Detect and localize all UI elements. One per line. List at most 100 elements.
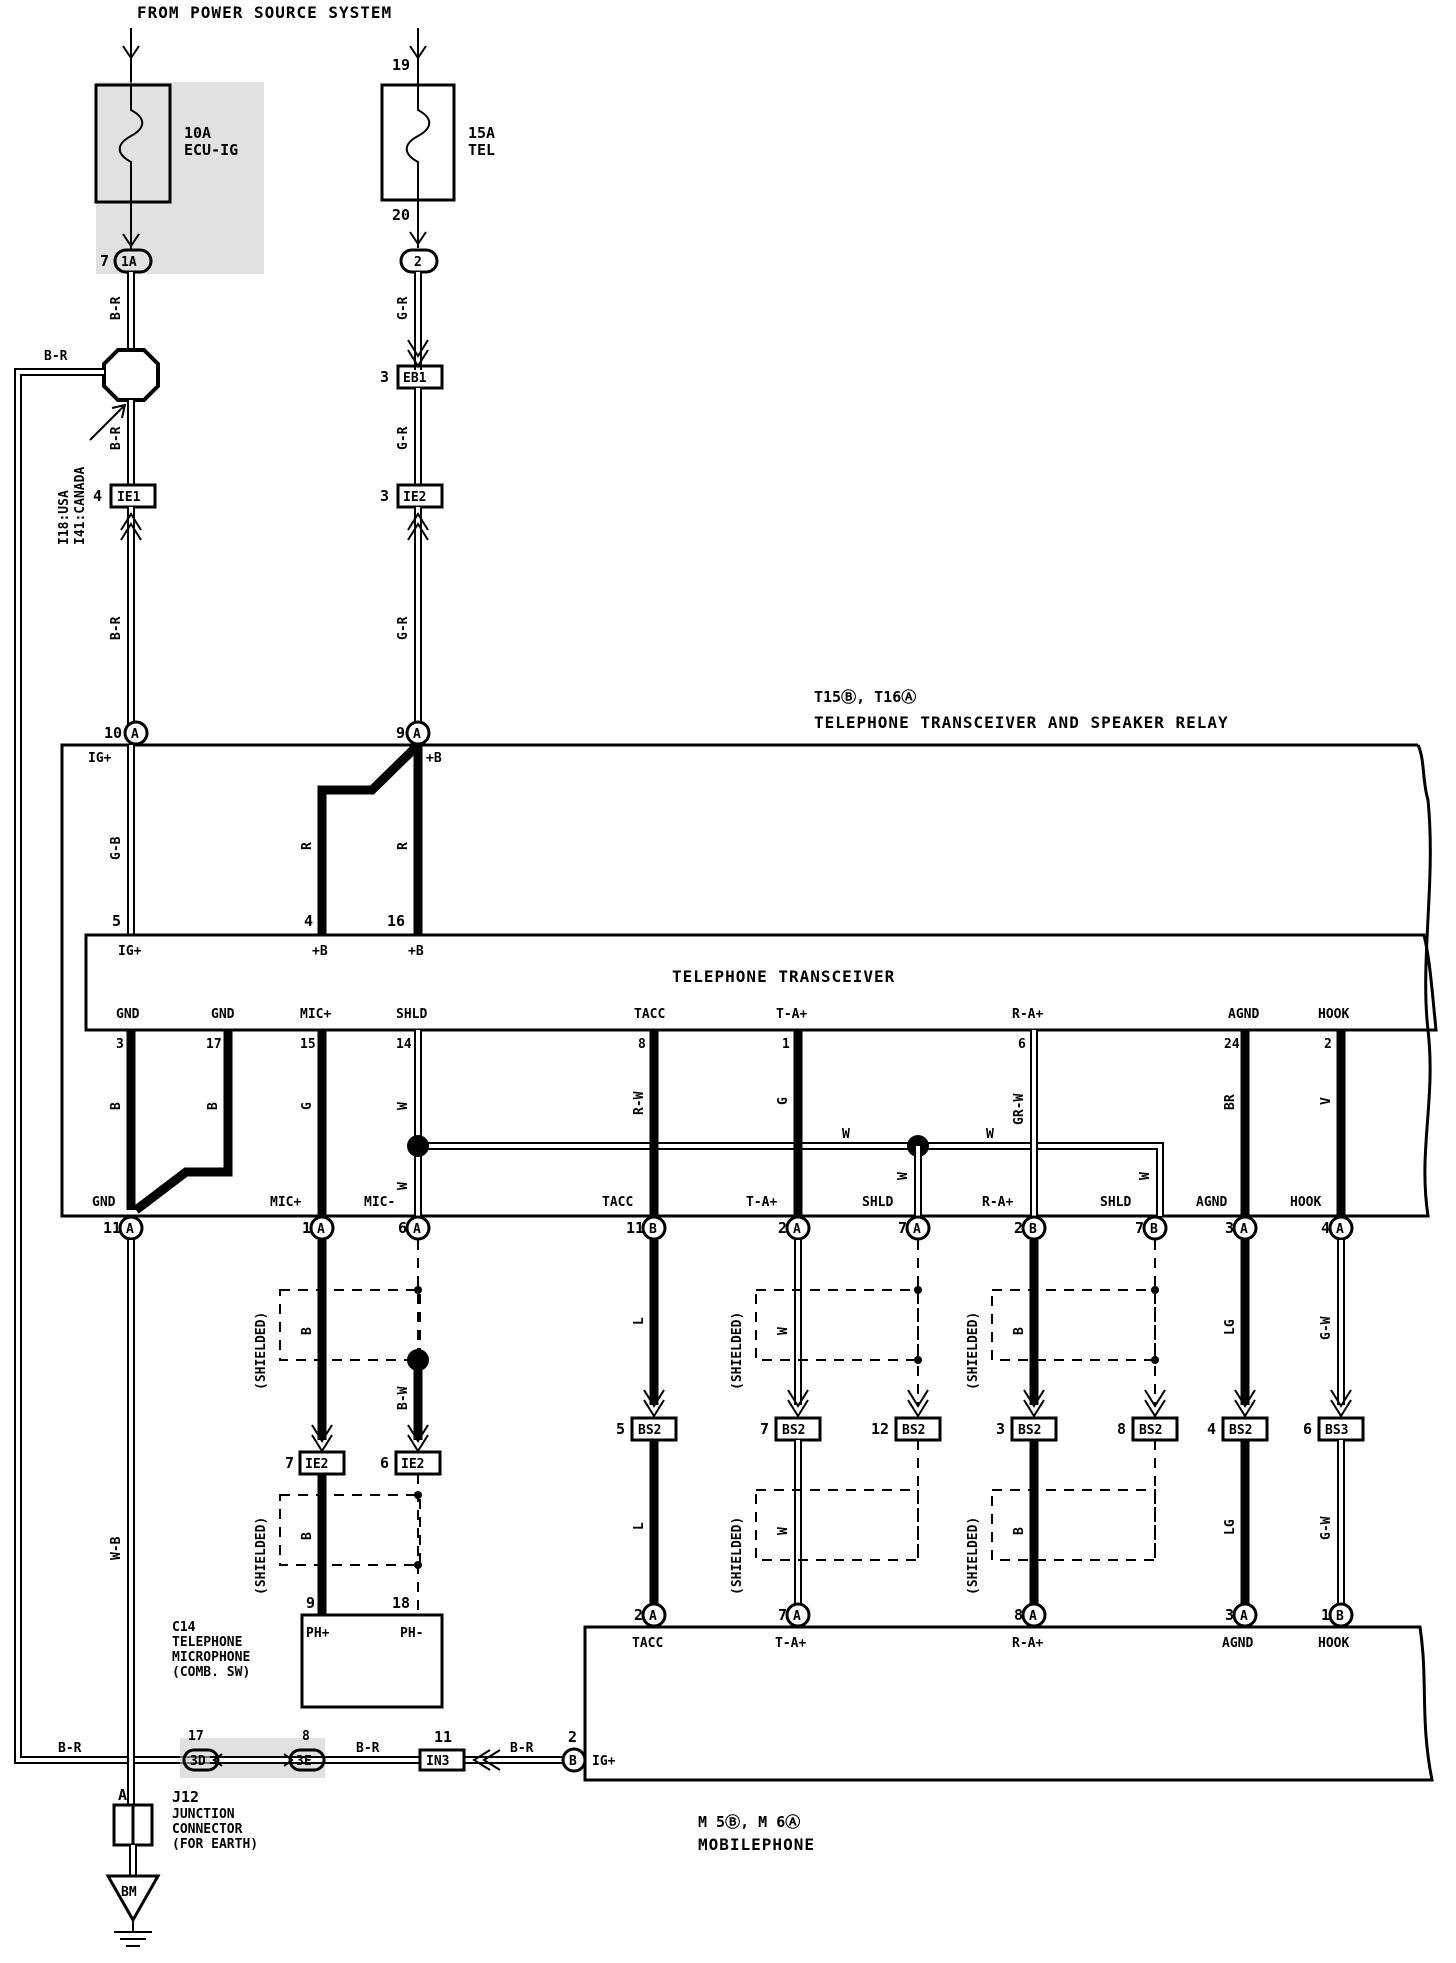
svg-text:8: 8 — [302, 1729, 310, 1744]
mobilephone-box — [583, 1625, 1434, 1782]
svg-text:A: A — [413, 1222, 421, 1237]
relay-bottom-labels: GND MIC+ MIC- TACC T-A+ SHLD R-A+ SHLD A… — [92, 1195, 1321, 1210]
bs-connector-5: BS2 4 — [1207, 1416, 1269, 1442]
lbl-b-ra: B — [1012, 1327, 1027, 1335]
svg-text:A: A — [1336, 1222, 1344, 1237]
lbl-lg-1: LG — [1223, 1319, 1238, 1335]
svg-text:SHLD: SHLD — [1100, 1195, 1131, 1210]
trx-top-ig: IG+ — [118, 944, 142, 959]
svg-text:BS3: BS3 — [1325, 1423, 1348, 1438]
lbl-r-1: R — [300, 842, 315, 850]
lbl-w-5: W — [896, 1172, 911, 1180]
mp-ig-pin — [561, 1747, 587, 1773]
mic-term-ph-plus: PH+ — [306, 1626, 330, 1641]
conn-ie1-pin: 4 — [93, 487, 102, 505]
splice-shld-1 — [407, 1135, 429, 1157]
shield-3-label: (SHIELDED) — [730, 1312, 745, 1390]
lbl-lg-2: LG — [1223, 1519, 1238, 1535]
svg-text:BS2: BS2 — [1229, 1423, 1252, 1438]
trx-term-gnd1: GND — [116, 1007, 140, 1022]
fuse-tel-name: TEL — [468, 141, 495, 159]
svg-text:2: 2 — [634, 1606, 643, 1624]
lbl-w-ta: W — [776, 1327, 791, 1335]
lbl-l-1: L — [632, 1317, 647, 1325]
svg-text:MIC-: MIC- — [364, 1195, 395, 1210]
shield-2 — [279, 1494, 421, 1566]
fuse-ecu-rating: 10A — [184, 124, 211, 142]
relay-inner-pin5: 5 — [112, 912, 121, 930]
svg-text:BS2: BS2 — [638, 1423, 661, 1438]
conn-in3 — [418, 1748, 466, 1772]
svg-text:7: 7 — [898, 1219, 907, 1237]
fuse-ecu-ig — [94, 83, 172, 204]
relay-pin-9-num: 9 — [396, 724, 405, 742]
lbl-br-bottom-2: B-R — [356, 1741, 380, 1756]
mp-term-hook: HOOK — [1318, 1636, 1349, 1651]
lbl-g-2: G — [776, 1097, 791, 1105]
trx-term-hook: HOOK — [1318, 1007, 1349, 1022]
conn-2-id: 2 — [414, 255, 422, 270]
svg-text:A: A — [131, 727, 139, 742]
shield-6-label: (SHIELDED) — [966, 1517, 981, 1595]
svg-text:2: 2 — [568, 1728, 577, 1746]
splice-octagon — [102, 348, 160, 402]
svg-text:TACC: TACC — [602, 1195, 633, 1210]
svg-text:12: 12 — [871, 1420, 889, 1438]
svg-text:7: 7 — [760, 1420, 769, 1438]
lbl-r-2: R — [396, 842, 411, 850]
svg-text:2: 2 — [1014, 1219, 1023, 1237]
microphone-box — [300, 1613, 444, 1709]
conn-3e — [288, 1748, 326, 1772]
svg-text:R-A+: R-A+ — [982, 1195, 1013, 1210]
svg-text:11: 11 — [103, 1219, 121, 1237]
shield-1 — [279, 1289, 421, 1361]
shade-ecu — [96, 82, 264, 274]
svg-text:BS2: BS2 — [782, 1423, 805, 1438]
lbl-rw: R-W — [632, 1091, 647, 1115]
svg-text:8: 8 — [1117, 1420, 1126, 1438]
lbl-br-loop: B-R — [44, 349, 68, 364]
transceiver-box — [84, 933, 1438, 1032]
svg-text:BS2: BS2 — [1139, 1423, 1162, 1438]
mobilephone-pin-3: A3 — [1225, 1602, 1258, 1628]
j12-name2: CONNECTOR — [172, 1822, 243, 1837]
shield-2-label: (SHIELDED) — [254, 1517, 269, 1595]
svg-text:MIC+: MIC+ — [270, 1195, 301, 1210]
relay-bottom-pin-9: A4 — [1321, 1215, 1354, 1241]
svg-text:3: 3 — [1225, 1219, 1234, 1237]
svg-text:3: 3 — [1225, 1606, 1234, 1624]
mp-term-tacc: TACC — [632, 1636, 663, 1651]
trx-term-ra: R-A+ — [1012, 1007, 1043, 1022]
svg-text:5: 5 — [616, 1420, 625, 1438]
shield-1-label: (SHIELDED) — [254, 1312, 269, 1390]
lbl-w-4: W — [986, 1127, 994, 1142]
transceiver-title: TELEPHONE TRANSCEIVER — [672, 967, 895, 986]
relay-bottom-pin-2: A6 — [398, 1215, 431, 1241]
lbl-gr-1: G-R — [396, 296, 411, 320]
mp-ig-label: IG+ — [592, 1754, 616, 1769]
relay-inner-pin4: 4 — [304, 912, 313, 930]
svg-text:A: A — [793, 1222, 801, 1237]
svg-text:4: 4 — [1207, 1420, 1216, 1438]
svg-text:SHLD: SHLD — [862, 1195, 893, 1210]
ground-triangle — [105, 1874, 161, 1924]
lbl-b-mic: B — [300, 1327, 315, 1335]
relay-bottom-pin-6: B2 — [1014, 1215, 1047, 1241]
svg-text:2: 2 — [778, 1219, 787, 1237]
svg-text:AGND: AGND — [1196, 1195, 1227, 1210]
branch-note-2: I41:CANADA — [73, 467, 88, 545]
shield-4-label: (SHIELDED) — [966, 1312, 981, 1390]
svg-text:A: A — [649, 1609, 657, 1624]
lbl-gr-2: G-R — [396, 426, 411, 450]
relay-bottom-pin-5: A7 — [898, 1215, 931, 1241]
relay-label-ig: IG+ — [88, 751, 112, 766]
shield-4 — [991, 1289, 1156, 1361]
conn-ie2-top-id: IE2 — [403, 490, 426, 505]
svg-text:4: 4 — [1321, 1219, 1330, 1237]
lbl-br-3: B-R — [109, 616, 124, 640]
lbl-br-1: B-R — [109, 296, 124, 320]
fuse-tel-pin-out: 20 — [392, 206, 410, 224]
svg-text:A: A — [1029, 1609, 1037, 1624]
svg-text:3E: 3E — [296, 1754, 312, 1769]
